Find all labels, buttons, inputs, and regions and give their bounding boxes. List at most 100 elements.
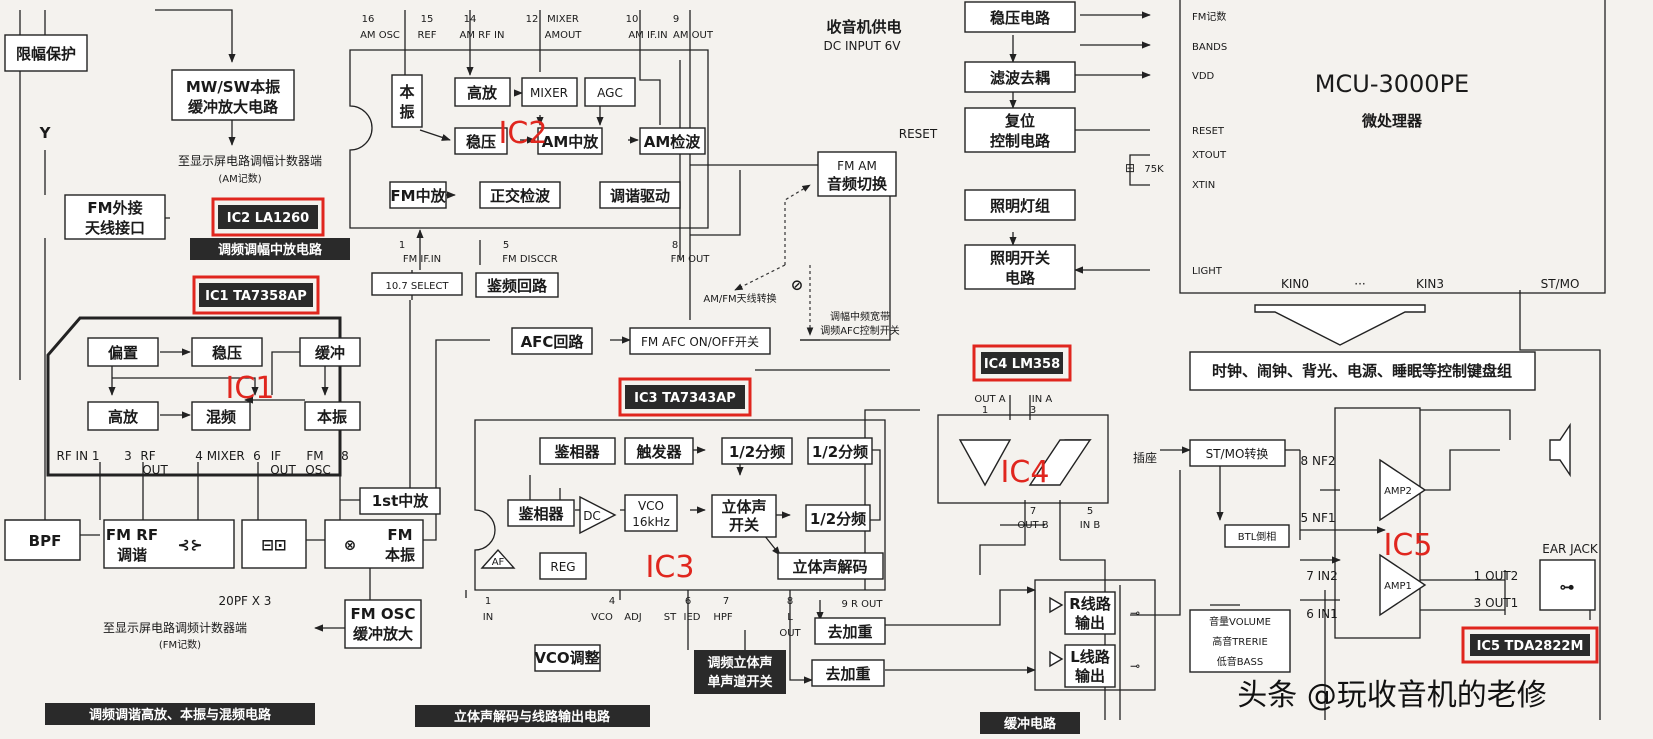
ic4-pin-outa: OUT A bbox=[974, 394, 1005, 405]
vco-adj-label: VCO调整 bbox=[534, 649, 599, 667]
ic3-annotation: IC3 bbox=[646, 550, 695, 585]
div3-label: 1/2分频 bbox=[810, 510, 866, 528]
mwsw-buffer-label-2: 缓冲放大电路 bbox=[188, 98, 279, 116]
ic3-package bbox=[474, 419, 886, 591]
lo2-label-2: 振 bbox=[399, 103, 414, 121]
ic4-annotation: IC4 bbox=[1001, 455, 1050, 490]
cap-20pf-label: 20PF X 3 bbox=[219, 594, 272, 608]
ic5-caption: IC5 TDA2822M bbox=[1477, 639, 1584, 654]
mcu-package bbox=[1179, 0, 1606, 294]
trigger-label: 触发器 bbox=[636, 443, 682, 461]
lo1-label: 本振 bbox=[317, 408, 347, 426]
reg2-label: 稳压 bbox=[466, 133, 496, 151]
ph-det1-label: 鉴相器 bbox=[553, 443, 600, 461]
ic3-pin-1: 1 bbox=[485, 596, 491, 607]
ic3-pin-l: L bbox=[787, 612, 793, 623]
dc-input-label-1: 收音机供电 bbox=[826, 18, 901, 36]
reg1-label: 稳压 bbox=[212, 344, 242, 362]
mcu-title: MCU-3000PE bbox=[1315, 70, 1469, 98]
ic3-pin-4: 4 bbox=[609, 596, 615, 607]
ic3-pin-8: 8 bbox=[787, 596, 793, 607]
ic3-pin-in: IN bbox=[483, 612, 493, 623]
ic1-pin-out: OUT bbox=[142, 463, 168, 477]
ic2-pin-fm-out: FM OUT bbox=[671, 254, 711, 265]
ic1-pin-4: 4 MIXER bbox=[195, 449, 244, 463]
section-tuner-caption: 调频调谐高放、本振与混频电路 bbox=[89, 707, 272, 723]
deemph2-label: 去加重 bbox=[825, 665, 870, 683]
am-counter-note-1: 至显示屏电路调幅计数器端 bbox=[178, 153, 322, 168]
treble-label: 高音TRERIE bbox=[1212, 635, 1268, 648]
mcu-pin-kin0: KIN0 bbox=[1281, 277, 1309, 291]
ic5-pin-in2: 7 IN2 bbox=[1306, 569, 1338, 583]
am-if-label: AM中放 bbox=[542, 133, 600, 151]
dc-input-label-2: DC INPUT 6V bbox=[824, 39, 902, 53]
ic1-package bbox=[46, 316, 342, 477]
tune-drive-label: 调谐驱动 bbox=[610, 187, 670, 205]
pin-am-out: AM OUT bbox=[673, 30, 714, 41]
captions: IC2 LA1260 调频调幅中放电路 IC1 TA7358AP IC3 TA7… bbox=[45, 205, 1590, 734]
ic2-pin-fm-disc: FM DISCCR bbox=[502, 254, 558, 265]
reset-ctrl-label-1: 复位 bbox=[1004, 112, 1035, 130]
section-buffer-caption: 缓冲电路 bbox=[1004, 716, 1057, 732]
stereo-switch-label-1: 立体声 bbox=[721, 498, 766, 516]
ic1-pin-if-out: OUT bbox=[270, 463, 296, 477]
ic4-caption: IC4 LM358 bbox=[984, 357, 1060, 372]
ic4-pin-outb: OUT B bbox=[1017, 520, 1048, 531]
reg3-label: REG bbox=[550, 560, 575, 574]
mwsw-buffer-label-1: MW/SW本振 bbox=[186, 78, 280, 96]
reset-input-label: RESET bbox=[899, 127, 938, 141]
crystal-label: 75K bbox=[1144, 164, 1164, 175]
ic4-pin-ina: IN A bbox=[1032, 394, 1053, 405]
band-switch-note-1: 调幅中频宽带 bbox=[830, 310, 890, 323]
variable-cap-icon: ⊰⊱ bbox=[177, 536, 202, 554]
ic4-opamps bbox=[958, 439, 1092, 487]
l-jack-icon: ⊸ bbox=[1130, 659, 1140, 673]
ic4-pin-7: 7 bbox=[1030, 506, 1036, 517]
pin-12: 12 bbox=[526, 14, 539, 25]
div2-label: 1/2分频 bbox=[812, 443, 868, 461]
fm-osc-buffer-label-1: FM OSC bbox=[351, 605, 416, 623]
ic4-pin-1: 1 bbox=[982, 405, 988, 416]
ic5-package bbox=[1334, 407, 1421, 639]
ic5-pin-in1: 6 IN1 bbox=[1306, 607, 1338, 621]
pin-ref: REF bbox=[417, 30, 436, 41]
ic3-pin-hpf: HPF bbox=[713, 612, 733, 623]
vco-label-2: 16kHz bbox=[632, 515, 670, 529]
pin-9: 9 bbox=[673, 14, 679, 25]
ic5-highlight bbox=[1461, 626, 1599, 664]
fm-antenna-label-2: 天线接口 bbox=[85, 219, 145, 237]
speaker-icon bbox=[1549, 422, 1571, 478]
pin-am-rf-in: AM RF IN bbox=[460, 30, 505, 41]
ic3-pin-led: IED bbox=[684, 612, 701, 623]
ic3-pin-rout: 9 R OUT bbox=[842, 599, 884, 610]
mcu-pin-dots: ··· bbox=[1354, 277, 1365, 291]
band-switch-note-2: 调频AFC控制开关 bbox=[820, 324, 900, 337]
amp2-label: AMP2 bbox=[1384, 486, 1412, 497]
vreg-label: 稳压电路 bbox=[990, 9, 1051, 27]
mcu-pin-xtout: XTOUT bbox=[1192, 150, 1227, 161]
ic4-pin-5: 5 bbox=[1087, 506, 1093, 517]
fm-rf-tune-label-1: FM RF bbox=[106, 526, 158, 544]
amfm-ant-switch-label: AM/FM天线转换 bbox=[703, 292, 776, 305]
ic2-pin-fm-if-in: FM IF.IN bbox=[403, 254, 441, 265]
ic1-pin-1: RF IN 1 bbox=[56, 449, 99, 463]
filter-label: 滤波去耦 bbox=[990, 69, 1050, 87]
ic1-pin-fm: FM bbox=[306, 449, 323, 463]
ear-jack-label: EAR JACK bbox=[1542, 542, 1599, 556]
fm-afc-switch-label: FM AFC ON/OFF开关 bbox=[641, 335, 759, 349]
mcu-pin-light: LIGHT bbox=[1192, 266, 1223, 277]
stereo-mono-label-2: 单声道开关 bbox=[707, 674, 772, 690]
band-switch-icon: ⊘ bbox=[791, 276, 804, 294]
first-if-label: 1st中放 bbox=[372, 492, 430, 510]
fm-antenna-label-1: FM外接 bbox=[87, 199, 142, 217]
af-amp-label: AF bbox=[492, 557, 505, 568]
pin-am-osc: AM OSC bbox=[360, 30, 400, 41]
fm-if-label: FM中放 bbox=[390, 187, 446, 205]
ic4-highlight bbox=[972, 344, 1072, 382]
afc-loop-label: AFC回路 bbox=[521, 333, 585, 351]
am-det-label: AM检波 bbox=[644, 133, 702, 151]
ic2-pin-1: 1 bbox=[399, 240, 405, 251]
crystal-icon: ⊟ bbox=[1125, 161, 1135, 175]
ic2-annotation: IC2 bbox=[499, 116, 548, 151]
stereo-mono-label-1: 调频立体声 bbox=[707, 655, 772, 671]
